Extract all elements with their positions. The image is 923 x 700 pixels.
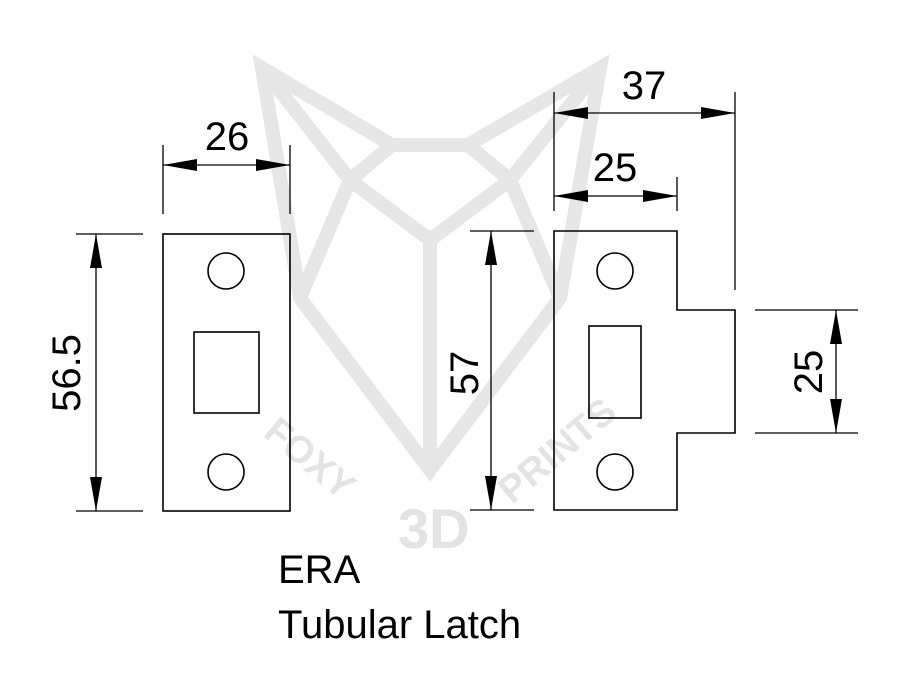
right-forend-latch-slot: [588, 325, 642, 419]
arrowhead: [485, 476, 497, 510]
dimension-right-plate-width: 25: [554, 146, 678, 211]
watermark-fox-outline: [252, 54, 610, 482]
dimension-label-right-height: 57: [443, 351, 487, 396]
dimension-label-left-height: 56.5: [45, 334, 89, 412]
arrowhead: [830, 399, 842, 433]
left-plate-outline: [162, 233, 291, 512]
watermark-brand-mid: 3D: [398, 497, 470, 560]
watermark-brand-top: FOXY: [256, 410, 362, 509]
right-forend-top-screw-hole: [596, 252, 634, 290]
arrowhead: [554, 190, 588, 202]
left-plate-top-screw-hole: [207, 252, 245, 290]
dimension-label-right-plate-width: 25: [593, 146, 638, 190]
dimension-right-height: 57: [443, 230, 534, 511]
dimension-label-tongue-height: 25: [787, 350, 831, 395]
dimension-right-total-width: 37: [553, 64, 736, 290]
right-forend-bottom-screw-hole: [596, 453, 634, 491]
arrowhead: [256, 159, 290, 171]
right-forend-outline: [553, 230, 736, 511]
arrowhead: [643, 190, 677, 202]
dimension-tongue-height: 25: [755, 309, 858, 434]
watermark-brand-bottom: PRINTS: [491, 390, 625, 512]
dimension-label-right-total-width: 37: [622, 64, 667, 108]
left-strike-plate: [162, 233, 291, 512]
dimension-left-width: 26: [162, 115, 291, 214]
left-plate-bottom-screw-hole: [207, 453, 245, 491]
arrowhead: [554, 107, 588, 119]
left-plate-latch-slot: [193, 331, 260, 414]
arrowhead: [701, 107, 735, 119]
arrowhead: [163, 159, 197, 171]
arrowhead: [90, 234, 102, 268]
caption-brand: ERA: [278, 548, 361, 592]
arrowhead: [830, 310, 842, 344]
arrowhead: [485, 231, 497, 265]
right-latch-forend: [553, 230, 736, 511]
caption-product: Tubular Latch: [278, 603, 522, 647]
dimension-label-left-width: 26: [205, 115, 250, 159]
dimension-left-height: 56.5: [45, 233, 143, 512]
arrowhead: [90, 477, 102, 511]
watermark-text: FOXY 3D PRINTS: [256, 390, 624, 560]
watermark-fox-logo: [252, 54, 610, 482]
